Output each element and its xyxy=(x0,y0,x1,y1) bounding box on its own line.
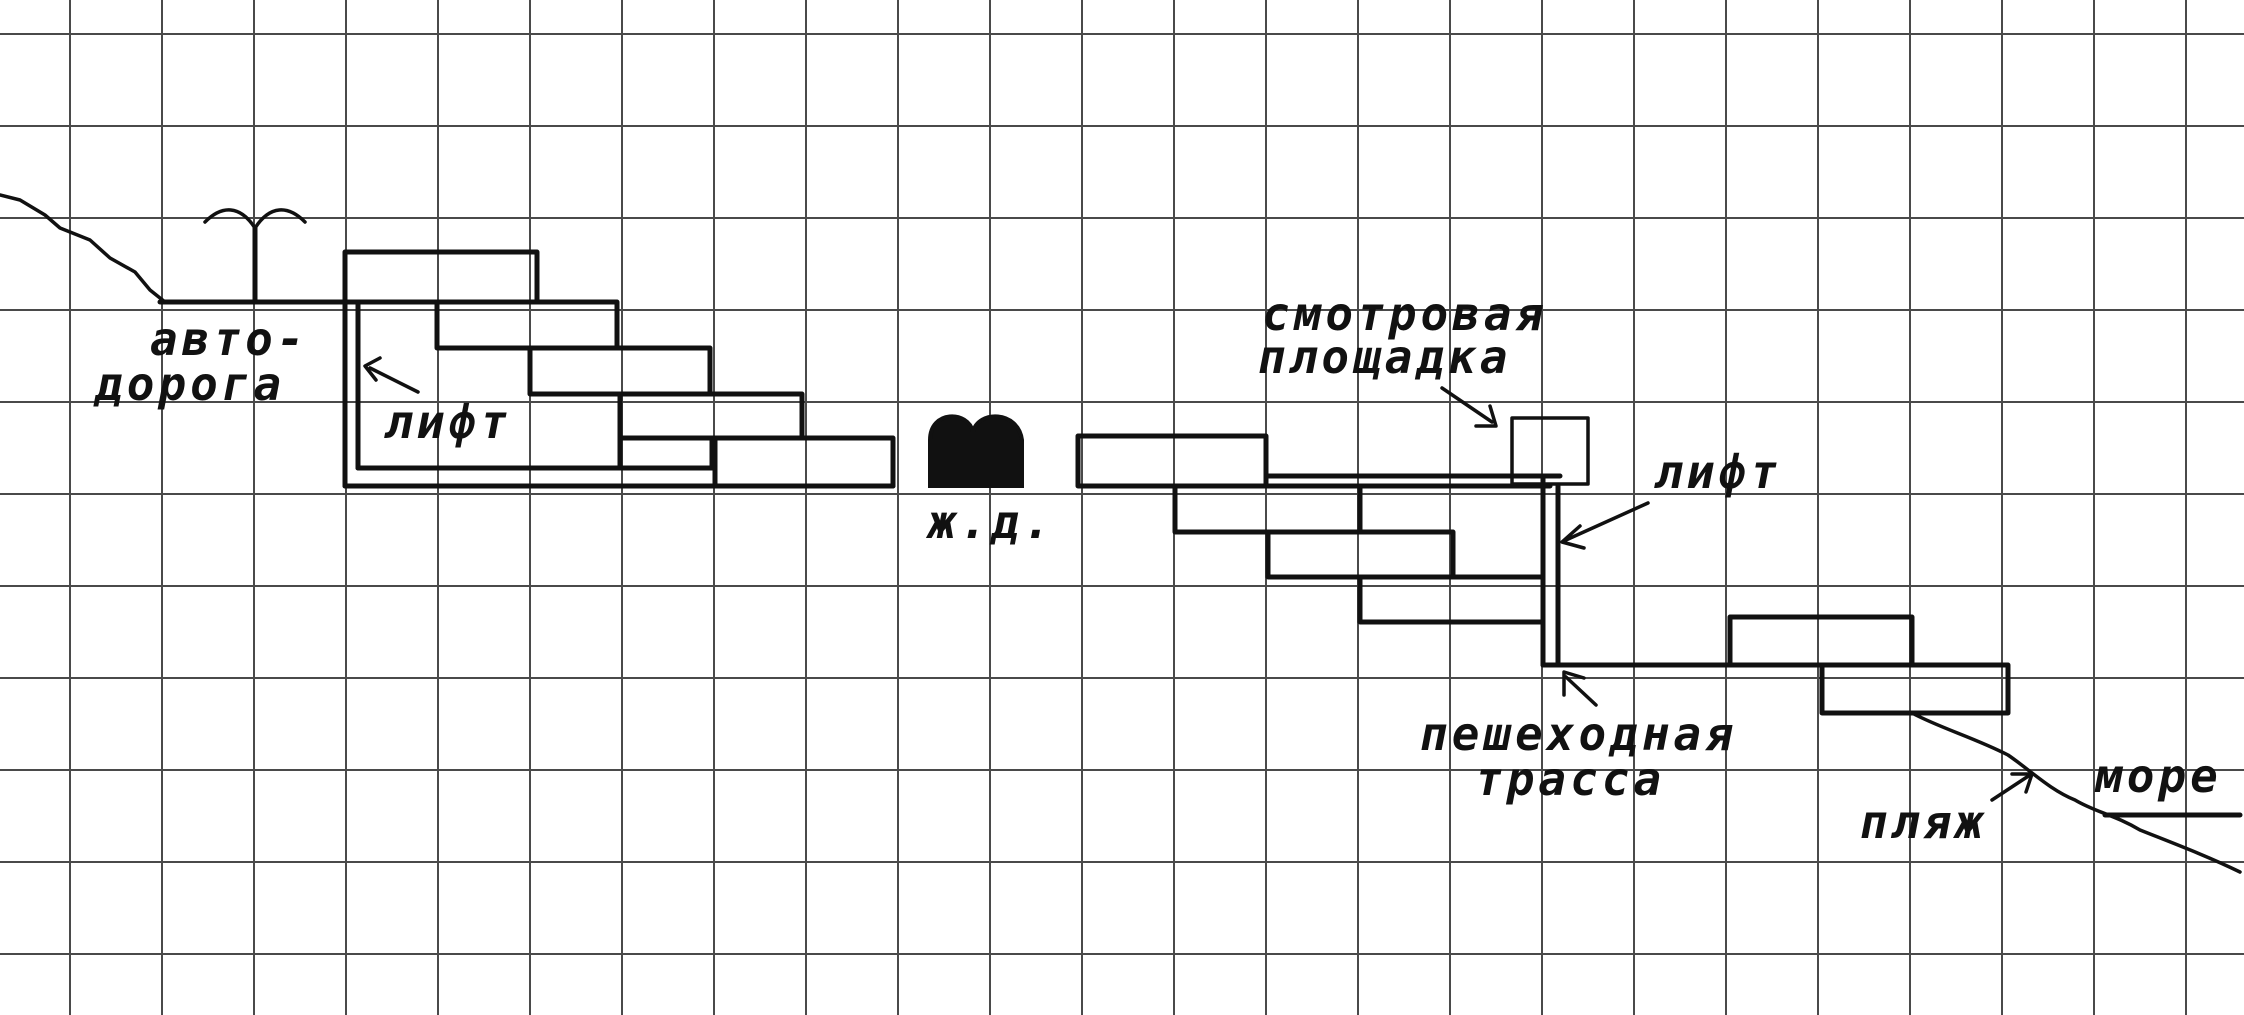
label-path-1: пешеходная xyxy=(1420,707,1737,761)
label-viewpoint-2: площадка xyxy=(1258,330,1512,384)
shore-slope-line xyxy=(1910,711,2242,874)
street-lamp-icon xyxy=(203,208,307,305)
label-viewpoint-1: смотровая xyxy=(1262,287,1547,341)
viewing-platform-box xyxy=(1510,416,1590,486)
beach-arrow xyxy=(1990,772,2034,802)
hill-slope-line xyxy=(0,193,167,304)
viewpoint-arrow xyxy=(1440,386,1498,428)
left-lift-shaft xyxy=(342,299,896,489)
path-arrow xyxy=(1562,670,1598,707)
label-path-2: трасса xyxy=(1475,752,1665,806)
right-lift-arrow xyxy=(1560,501,1650,550)
label-beach: пляж xyxy=(1860,795,1987,849)
railway-tunnel-icon xyxy=(928,414,1024,488)
label-railway: ж.д. xyxy=(925,495,1055,549)
label-road-2: дорога xyxy=(93,357,285,411)
label-road-1: авто- xyxy=(150,312,308,366)
label-sea: море xyxy=(2094,749,2222,803)
label-lift-left: лифт xyxy=(384,395,512,449)
label-lift-right: лифт xyxy=(1654,445,1782,499)
left-lift-arrow xyxy=(368,366,420,394)
right-lift-shaft xyxy=(1540,473,1561,668)
